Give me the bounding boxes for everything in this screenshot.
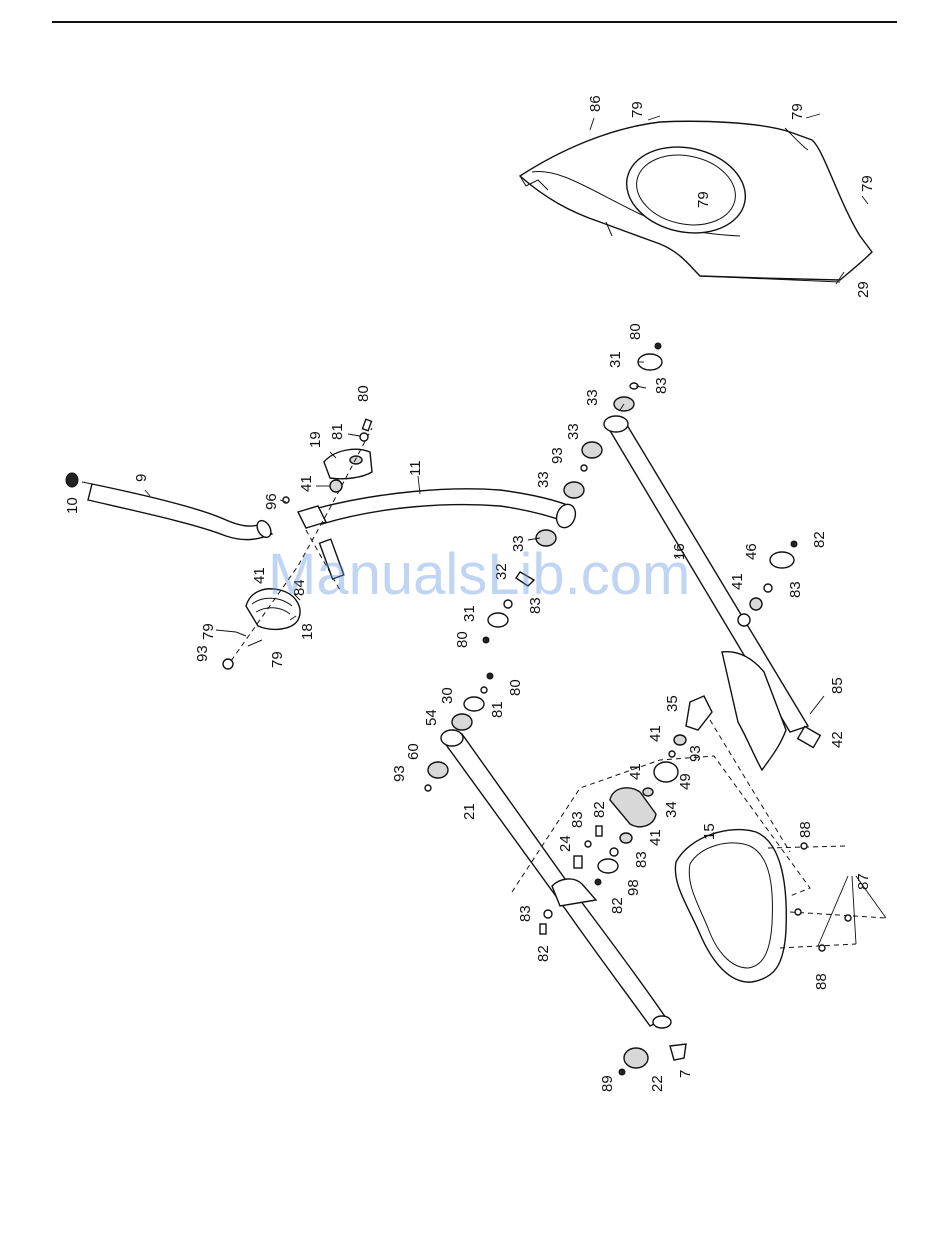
watermark-text: ManualsLib.com [268,542,690,607]
label-part-82: 82 [609,897,626,914]
label-part-49: 49 [677,773,694,790]
label-part-80: 80 [507,679,524,696]
label-part-83: 83 [787,581,804,598]
label-part-87: 87 [855,873,872,890]
label-part-33: 33 [535,471,552,488]
label-part-82: 82 [811,531,828,548]
label-part-89: 89 [599,1075,616,1092]
label-part-30: 30 [439,687,456,704]
label-part-96: 96 [263,493,280,510]
label-part-19: 19 [307,431,324,448]
label-part-41: 41 [251,567,268,584]
label-part-81: 81 [489,701,506,718]
label-part-79: 79 [269,651,286,668]
end-cap-part-10 [66,473,78,487]
label-part-83: 83 [633,851,650,868]
label-part-82: 82 [535,945,552,962]
label-part-54: 54 [423,709,440,726]
foot-pedal-part-15 [675,830,786,983]
label-part-7: 7 [677,1070,694,1078]
label-part-79: 79 [695,191,712,208]
label-part-80: 80 [454,631,471,648]
label-part-33: 33 [584,389,601,406]
label-part-93: 93 [549,447,566,464]
label-part-81: 81 [329,423,346,440]
label-part-79: 79 [200,623,217,640]
label-part-18: 18 [299,623,316,640]
label-part-88: 88 [813,973,830,990]
label-part-24: 24 [557,835,574,852]
label-part-83: 83 [653,377,670,394]
label-part-93: 93 [391,765,408,782]
label-part-11: 11 [407,460,424,476]
label-part-79: 79 [629,101,646,118]
label-part-31: 31 [461,605,478,622]
label-part-10: 10 [64,497,81,514]
label-part-29: 29 [855,281,872,298]
label-part-9: 9 [133,474,150,482]
left-arm-part-11 [298,489,579,531]
label-part-41: 41 [647,829,664,846]
label-part-46: 46 [743,543,760,560]
label-part-93: 93 [194,645,211,662]
label-part-15: 15 [701,823,718,840]
label-part-93: 93 [687,745,704,762]
label-part-80: 80 [627,323,644,340]
label-part-86: 86 [587,95,604,112]
label-part-41: 41 [298,475,315,492]
label-part-41: 41 [729,573,746,590]
label-part-33: 33 [565,423,582,440]
upper-handlebar-part-9 [66,473,274,540]
label-part-83: 83 [569,811,586,828]
label-part-79: 79 [789,103,806,120]
label-part-42: 42 [829,731,846,748]
label-part-79: 79 [859,175,876,192]
label-part-41: 41 [627,763,644,780]
label-part-82: 82 [591,801,608,818]
label-part-22: 22 [649,1075,666,1092]
label-part-31: 31 [607,351,624,368]
label-part-85: 85 [829,677,846,694]
label-part-83: 83 [517,905,534,922]
label-part-34: 34 [663,801,680,818]
label-part-88: 88 [797,821,814,838]
label-part-98: 98 [625,879,642,896]
label-part-21: 21 [461,803,478,820]
label-part-35: 35 [664,695,681,712]
label-part-41: 41 [647,725,664,742]
label-part-80: 80 [355,385,372,402]
label-part-60: 60 [405,743,422,760]
